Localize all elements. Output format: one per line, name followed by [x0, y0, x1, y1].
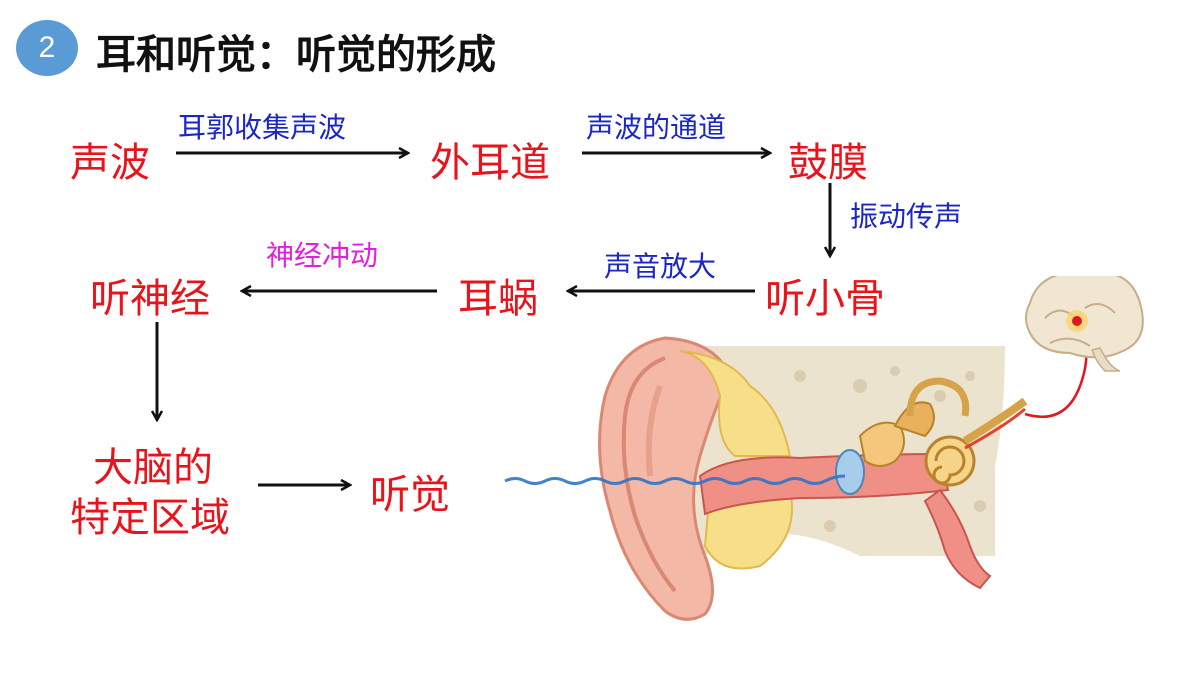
sound-wave-line [504, 474, 846, 485]
eardrum-shape [835, 449, 865, 495]
section-number-badge: 2 [16, 20, 78, 76]
node-ossicles: 听小骨 [765, 276, 885, 322]
cochlea-shape [924, 435, 976, 487]
node-brain-area-line1: 大脑的 [93, 445, 213, 491]
node-auditory-nerve: 听神经 [90, 276, 210, 322]
node-sound-wave: 声波 [70, 140, 150, 186]
node-brain-area-line2: 特定区域 [70, 495, 230, 541]
ear-anatomy-illustration [504, 276, 1144, 621]
brain-icon [1025, 276, 1144, 372]
node-eardrum: 鼓膜 [788, 140, 868, 186]
page-title: 耳和听觉：听觉的形成 [96, 32, 496, 78]
label-amplify: 声音放大 [604, 250, 717, 283]
node-cochlea: 耳蜗 [458, 276, 538, 322]
node-hearing: 听觉 [370, 472, 450, 518]
label-wave-channel: 声波的通道 [586, 111, 727, 144]
node-ear-canal: 外耳道 [430, 140, 550, 186]
label-nerve-impulse: 神经冲动 [266, 239, 379, 272]
label-vibration: 振动传声 [850, 200, 963, 233]
label-pinna-collects: 耳郭收集声波 [178, 111, 347, 144]
